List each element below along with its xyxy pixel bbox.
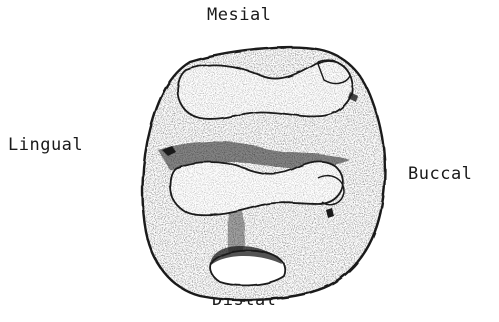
tooth-occlusal-diagram: Mesial Lingual Buccal Distal <box>0 0 499 322</box>
tooth-crown-drawing <box>0 0 499 322</box>
